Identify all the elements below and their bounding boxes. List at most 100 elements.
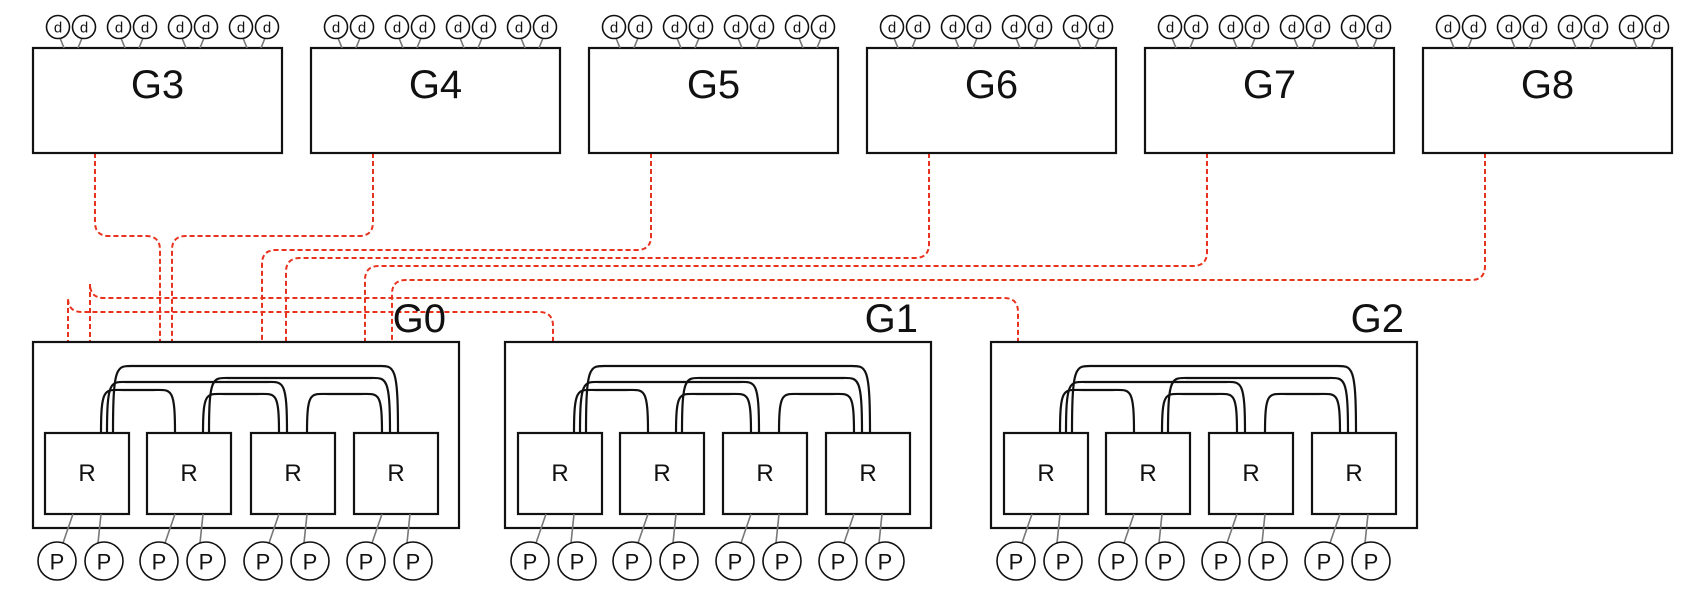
router-label: R xyxy=(78,460,95,487)
router-box xyxy=(1207,431,1295,516)
router-label: R xyxy=(1345,460,1362,487)
processor-node xyxy=(996,541,1036,581)
intra-group-link xyxy=(111,364,400,434)
intra-group-link xyxy=(578,380,761,434)
group-box xyxy=(587,46,840,155)
processor-label: P xyxy=(831,550,846,575)
node-link xyxy=(416,37,422,49)
endpoint-node xyxy=(106,14,132,40)
node-label: d xyxy=(176,20,184,37)
node-link xyxy=(816,37,822,49)
node-link xyxy=(1510,37,1516,49)
router-label: R xyxy=(1242,460,1259,487)
intra-group-link xyxy=(680,376,864,434)
node-label: d xyxy=(1505,20,1513,37)
node-label: d xyxy=(1097,20,1105,37)
processor-link xyxy=(1123,513,1135,544)
node-link xyxy=(1467,37,1473,49)
node-label: d xyxy=(80,20,88,37)
endpoint-node xyxy=(601,14,627,40)
node-label: d xyxy=(610,20,618,37)
node-link xyxy=(138,37,144,49)
node-link xyxy=(737,37,743,49)
processor-label: P xyxy=(1158,550,1173,575)
group-box xyxy=(1143,46,1396,155)
global-link xyxy=(364,153,1208,433)
node-link xyxy=(1250,37,1256,49)
router-box xyxy=(249,431,337,516)
processor-label: P xyxy=(1317,550,1332,575)
processor-label: P xyxy=(256,550,271,575)
node-link xyxy=(1632,37,1638,49)
node-label: d xyxy=(515,20,523,37)
node-label: d xyxy=(237,20,245,37)
processor-label: P xyxy=(1056,550,1071,575)
processor-link xyxy=(1364,513,1369,544)
processor-label: P xyxy=(878,550,893,575)
processor-node xyxy=(1351,541,1391,581)
processor-label: P xyxy=(1111,550,1126,575)
node-label: d xyxy=(1010,20,1018,37)
endpoint-node xyxy=(1062,14,1088,40)
processor-link xyxy=(637,513,649,544)
processor-node xyxy=(818,541,858,581)
endpoint-node xyxy=(1618,14,1644,40)
node-link xyxy=(1372,37,1378,49)
node-label: d xyxy=(1166,20,1174,37)
processor-label: P xyxy=(672,550,687,575)
processor-node xyxy=(1098,541,1138,581)
processor-link xyxy=(1056,513,1061,544)
endpoint-node xyxy=(1183,14,1209,40)
node-label: d xyxy=(1592,20,1600,37)
endpoint-node xyxy=(1305,14,1331,40)
processor-link xyxy=(97,513,102,544)
endpoint-node xyxy=(1001,14,1027,40)
router-box xyxy=(1310,431,1398,516)
processor-node xyxy=(1304,541,1344,581)
node-link xyxy=(1528,37,1534,49)
processor-node xyxy=(84,541,124,581)
node-label: d xyxy=(758,20,766,37)
processor-label: P xyxy=(152,550,167,575)
node-label: d xyxy=(1531,20,1539,37)
node-label: d xyxy=(358,20,366,37)
processor-node xyxy=(290,541,330,581)
endpoint-node xyxy=(506,14,532,40)
processor-node xyxy=(243,541,283,581)
endpoint-node xyxy=(662,14,688,40)
node-link xyxy=(1650,37,1656,49)
endpoint-node xyxy=(1218,14,1244,40)
endpoint-node xyxy=(879,14,905,40)
intra-group-link xyxy=(305,392,384,434)
node-link xyxy=(1449,37,1455,49)
processor-link xyxy=(878,513,883,544)
router-box xyxy=(516,431,604,516)
node-link xyxy=(694,37,700,49)
processor-link xyxy=(570,513,575,544)
node-link xyxy=(911,37,917,49)
group-label: G8 xyxy=(1521,63,1574,107)
endpoint-node xyxy=(1557,14,1583,40)
node-label: d xyxy=(636,20,644,37)
processor-label: P xyxy=(775,550,790,575)
node-link xyxy=(1293,37,1299,49)
node-link xyxy=(798,37,804,49)
node-label: d xyxy=(819,20,827,37)
processor-label: P xyxy=(1214,550,1229,575)
node-link xyxy=(972,37,978,49)
group-box xyxy=(1421,46,1674,155)
router-box xyxy=(824,431,912,516)
group-label: G6 xyxy=(965,63,1018,107)
endpoint-node xyxy=(1522,14,1548,40)
processor-node xyxy=(612,541,652,581)
node-link xyxy=(1571,37,1577,49)
node-link xyxy=(337,37,343,49)
node-link xyxy=(676,37,682,49)
node-label: d xyxy=(697,20,705,37)
